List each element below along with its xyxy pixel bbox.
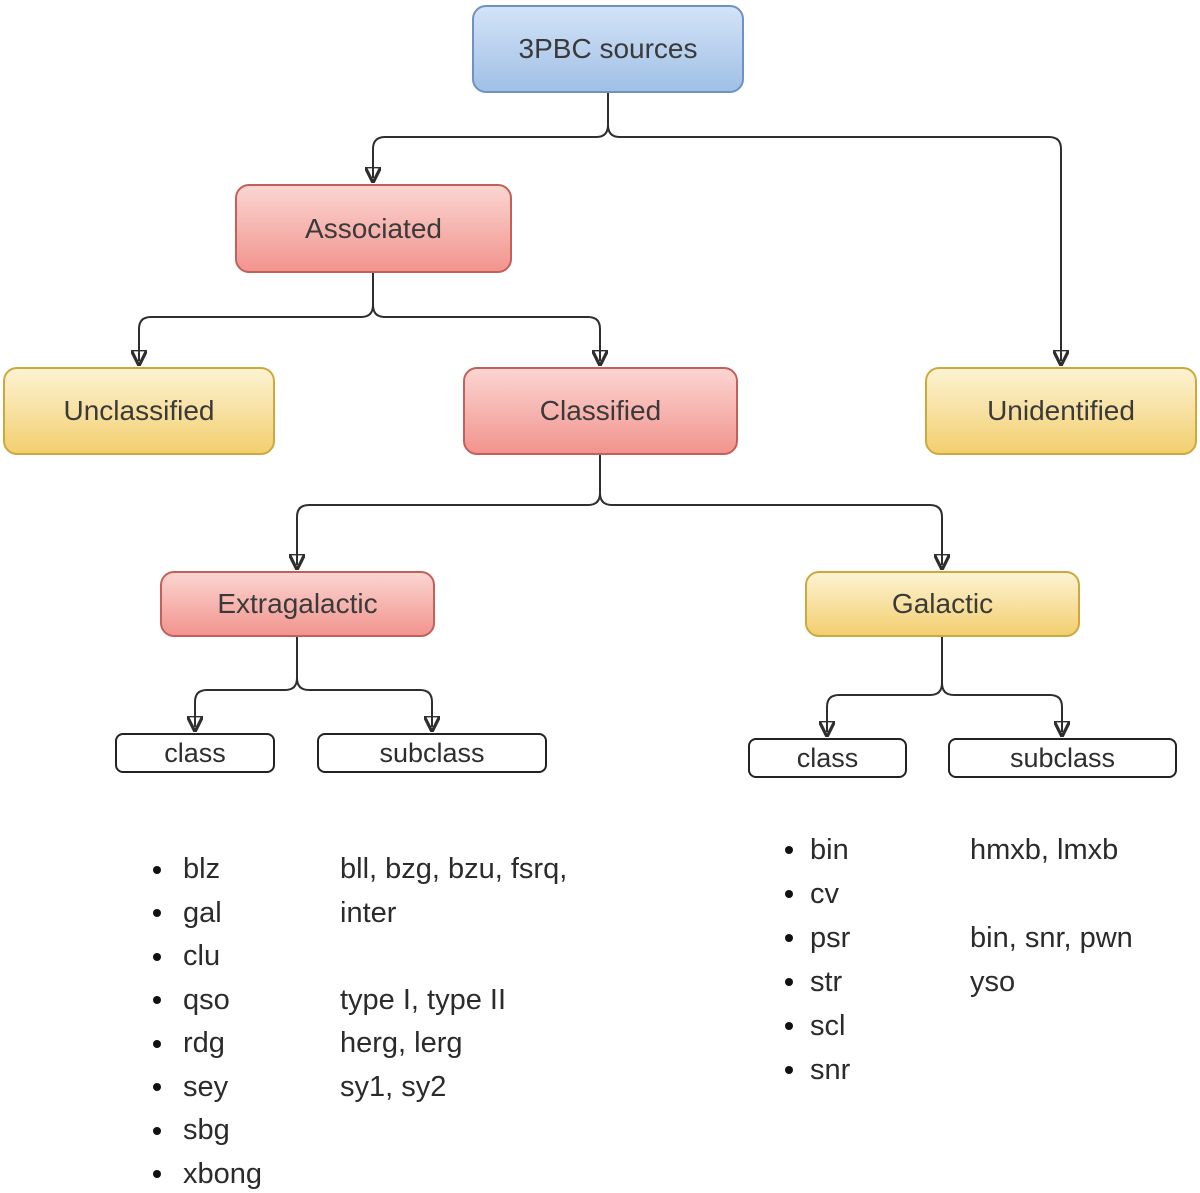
subclass-row: herg, lerg — [340, 1027, 463, 1060]
node-3pbc-sources: 3PBC sources — [472, 5, 744, 93]
node-galactic: Galactic — [805, 571, 1080, 637]
connector-galactic-to-class — [827, 637, 943, 732]
node-unidentified: Unidentified — [925, 367, 1197, 455]
header-extragalactic-class: class — [115, 733, 275, 773]
node-unclassified: Unclassified — [3, 367, 275, 455]
subclass-row: type I, type II — [340, 983, 507, 1016]
list-item: bin — [777, 828, 850, 872]
connector-galactic-to-subclass — [941, 637, 1062, 732]
list-item: qso — [145, 979, 262, 1023]
connector-extragalactic-to-class — [195, 637, 298, 727]
node-extragalactic: Extragalactic — [160, 571, 435, 637]
list-item: xbong — [145, 1153, 262, 1193]
subclass-row: bll, bzg, bzu, fsrq, — [340, 853, 568, 886]
connector-classified-to-extragalactic — [297, 455, 601, 565]
connector-associated-to-unclassified — [139, 273, 374, 361]
list-item: sey — [145, 1066, 262, 1110]
connector-associated-to-classified — [372, 273, 600, 361]
list-item: str — [777, 960, 850, 1004]
node-classified: Classified — [463, 367, 738, 455]
header-galactic-subclass: subclass — [948, 738, 1177, 778]
node-associated: Associated — [235, 184, 512, 273]
connector-root-to-associated — [373, 93, 609, 178]
list-item: sbg — [145, 1109, 262, 1153]
header-extragalactic-subclass: subclass — [317, 733, 547, 773]
connector-classified-to-galactic — [599, 455, 942, 565]
list-item: cv — [777, 872, 850, 916]
list-item: blz — [145, 848, 262, 892]
connector-extragalactic-to-subclass — [296, 637, 432, 727]
subclass-row — [970, 872, 1133, 916]
subclass-row — [340, 935, 567, 979]
subclass-row: bin, snr, pwn — [970, 921, 1133, 954]
subclass-row: yso — [970, 965, 1016, 998]
extragalactic-subclass-list: bll, bzg, bzu, fsrq, inter type I, type … — [340, 848, 567, 1109]
subclass-row: hmxb, lmxb — [970, 833, 1119, 866]
list-item: snr — [777, 1048, 850, 1092]
galactic-class-list: bin cv psr str scl snr — [777, 828, 850, 1092]
header-galactic-class: class — [748, 738, 907, 778]
list-item: rdg — [145, 1022, 262, 1066]
extragalactic-class-list: blz gal clu qso rdg sey sbg xbong — [145, 848, 262, 1193]
list-item: gal — [145, 892, 262, 936]
list-item: scl — [777, 1004, 850, 1048]
list-item: clu — [145, 935, 262, 979]
connector-root-to-unidentified — [607, 93, 1061, 361]
subclass-row: inter — [340, 896, 397, 929]
galactic-subclass-list: hmxb, lmxb bin, snr, pwn yso — [970, 828, 1133, 1004]
list-item: psr — [777, 916, 850, 960]
subclass-row: sy1, sy2 — [340, 1070, 447, 1103]
